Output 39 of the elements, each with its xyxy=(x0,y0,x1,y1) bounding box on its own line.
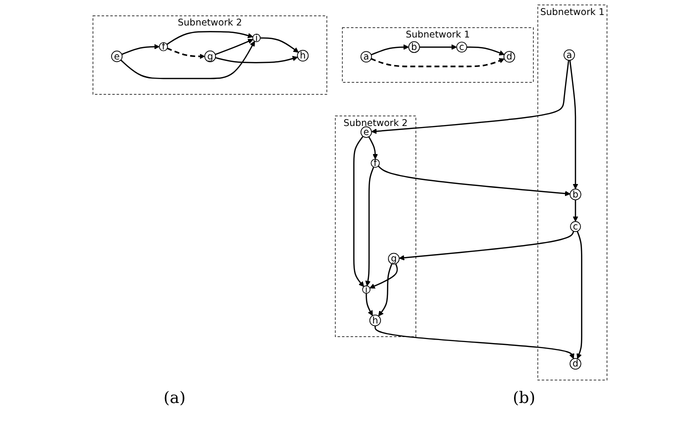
node-circle: a xyxy=(563,49,574,61)
arrow xyxy=(166,48,204,60)
arrow xyxy=(214,38,253,56)
arrow xyxy=(365,293,372,316)
arrow xyxy=(466,46,504,56)
arrow xyxy=(260,37,298,53)
arrow xyxy=(214,56,298,64)
node-circle: b xyxy=(569,188,581,200)
panel-label: (b) xyxy=(512,388,536,407)
node-circle: e xyxy=(110,50,122,62)
panel-label: (a) xyxy=(164,388,186,407)
arrow xyxy=(368,136,378,160)
arrow xyxy=(370,60,569,134)
node-circle: e xyxy=(360,126,372,138)
arrow xyxy=(369,264,398,289)
arrow xyxy=(419,44,456,50)
arrow xyxy=(370,44,408,56)
node-circle: c xyxy=(570,221,580,232)
arrow xyxy=(352,136,364,287)
arrow xyxy=(378,264,392,316)
arrow xyxy=(121,44,160,55)
arrow xyxy=(166,31,253,45)
node-circle: b xyxy=(408,41,420,53)
node-circle: d xyxy=(503,50,515,63)
arrow xyxy=(370,58,504,68)
arrow xyxy=(568,60,578,190)
arrow xyxy=(377,166,570,196)
arrow xyxy=(374,326,574,359)
node-circle: g xyxy=(204,50,216,62)
node-circle: h xyxy=(368,314,380,326)
node-circle: g xyxy=(388,252,400,264)
arrow xyxy=(398,231,574,260)
node-circle: d xyxy=(569,358,581,370)
arrow xyxy=(576,231,582,359)
arrow xyxy=(364,166,374,286)
arrow xyxy=(572,200,578,222)
node-circle: h xyxy=(296,50,308,62)
node-circle: c xyxy=(456,42,467,52)
node-circle: a xyxy=(360,51,372,62)
